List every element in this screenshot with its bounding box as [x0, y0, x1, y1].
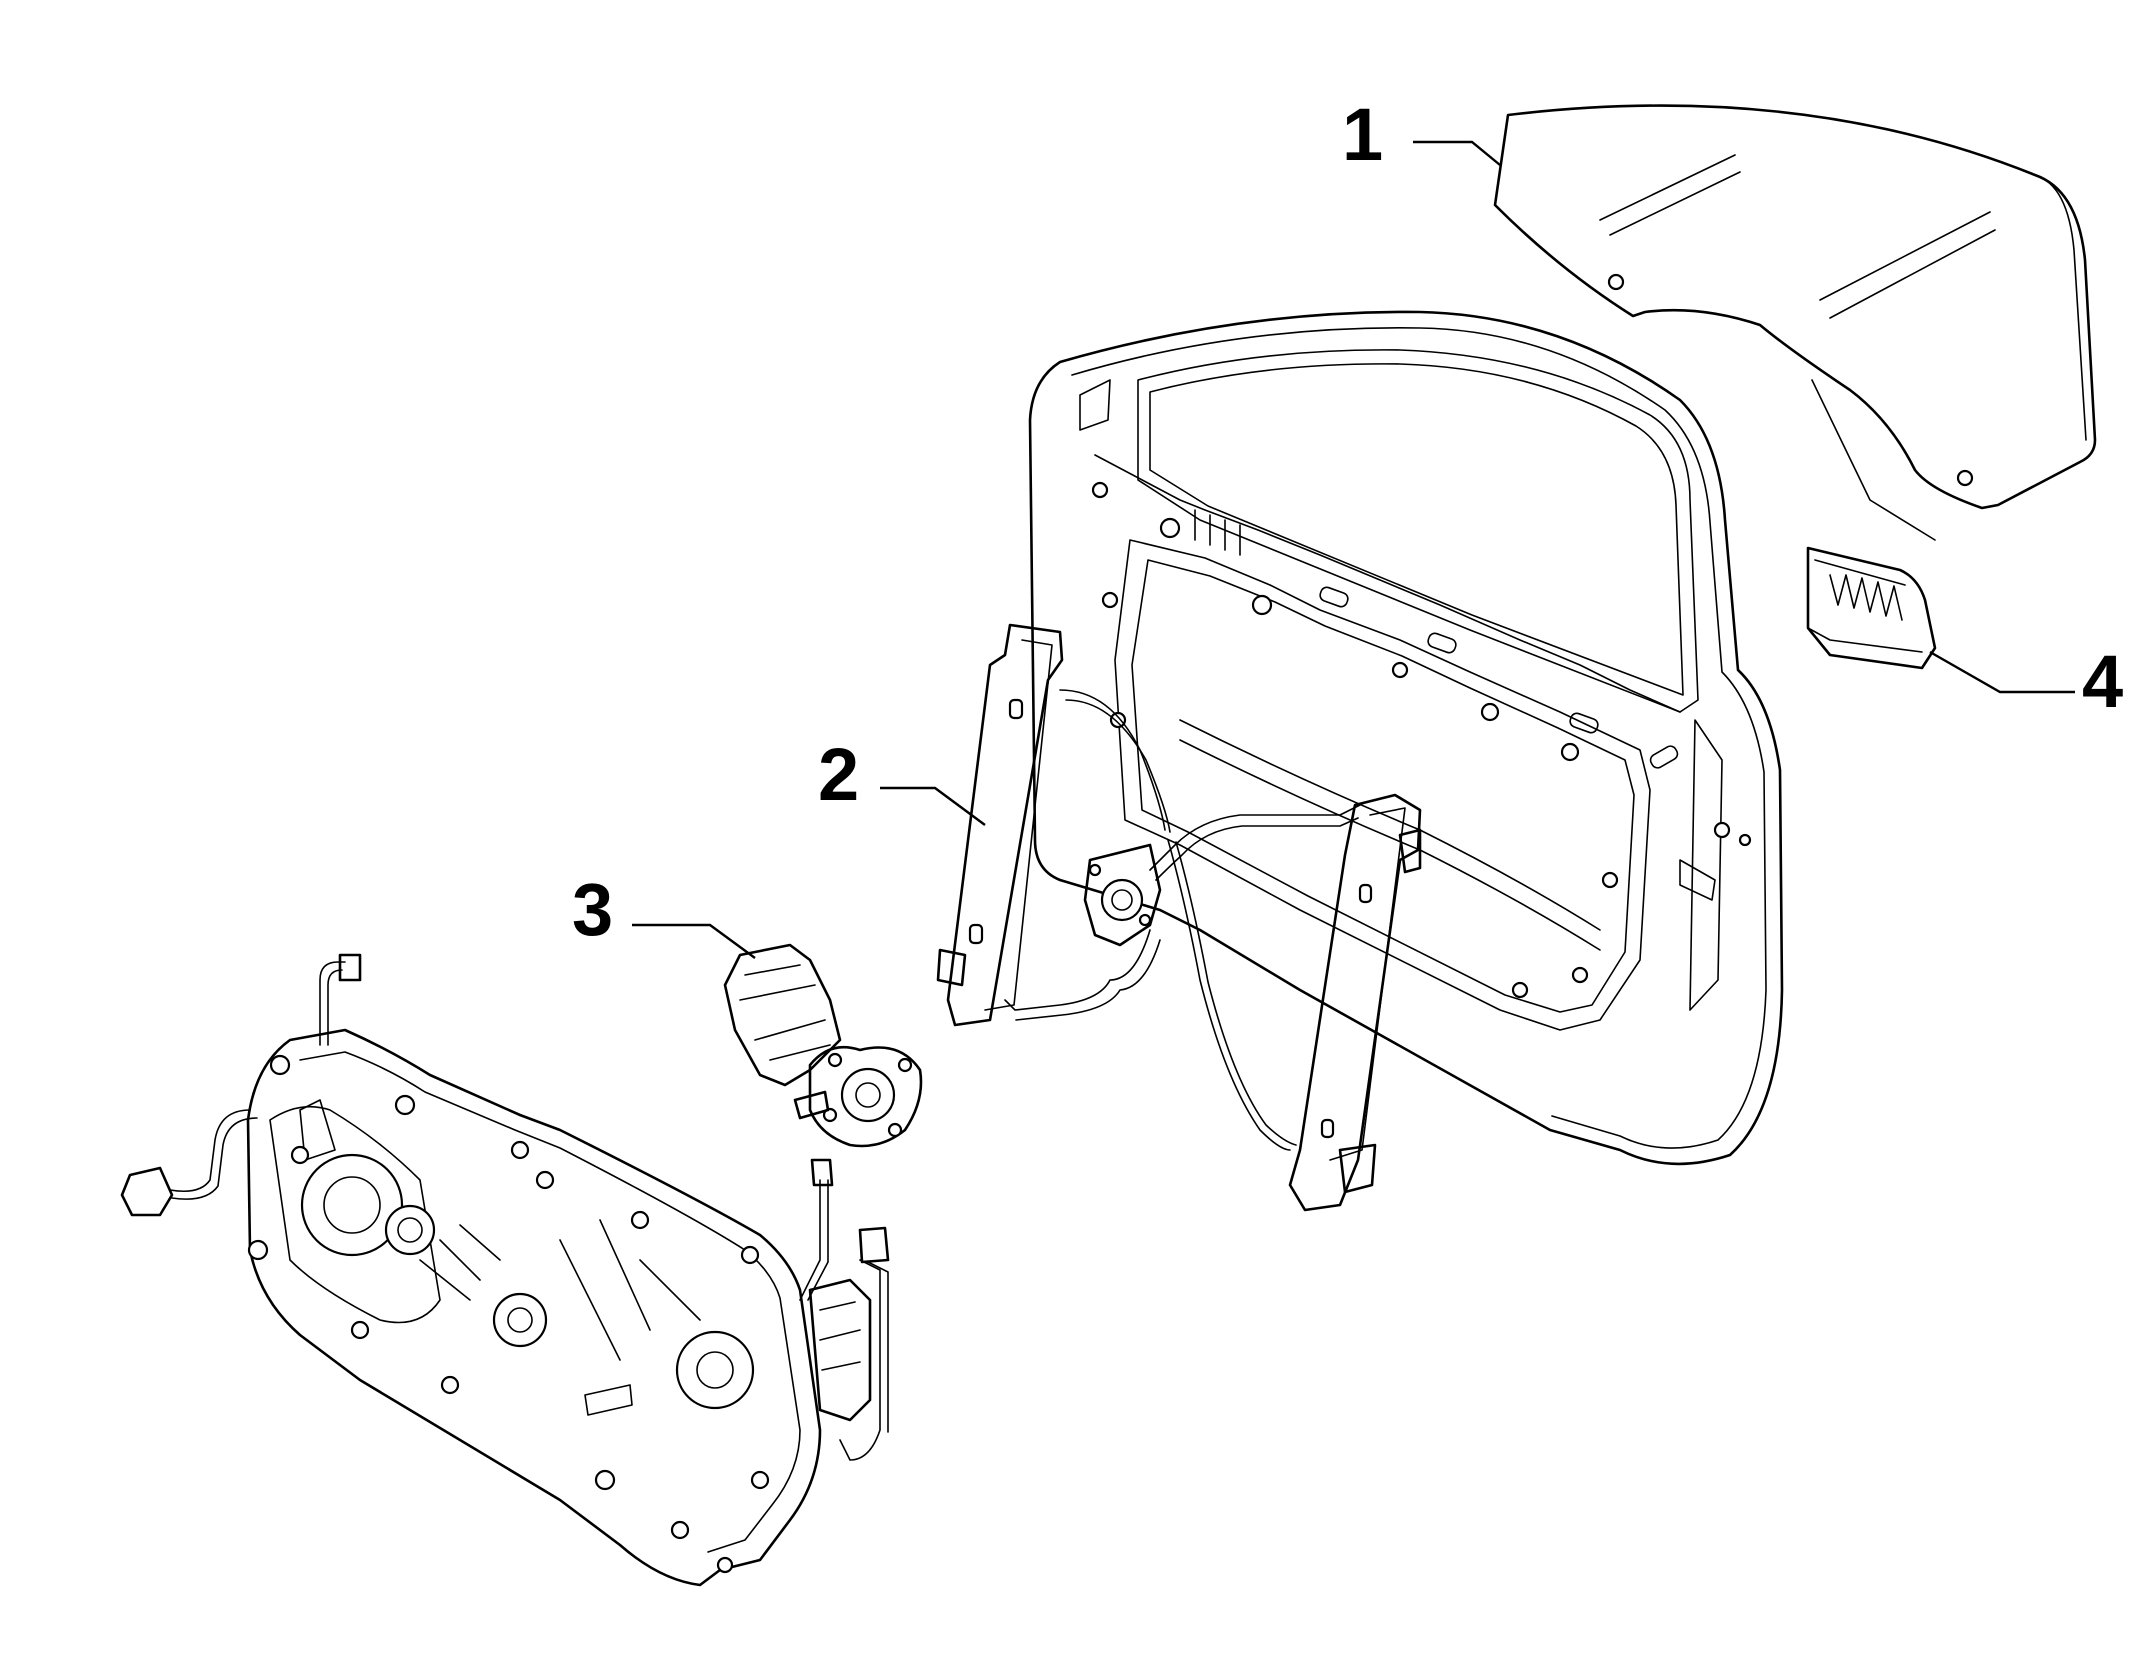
leader-1 [1413, 140, 1501, 166]
leader-4 [1929, 650, 2075, 694]
door-module-panel [120, 953, 890, 1587]
window-regulator [936, 623, 1422, 1212]
callout-2: 2 [818, 733, 860, 816]
regulator-motor [723, 943, 923, 1148]
leader-2 [880, 786, 986, 826]
leader-3 [632, 923, 756, 959]
door-frame [1028, 310, 1784, 1166]
callout-1: 1 [1342, 93, 1384, 176]
callout-4: 4 [2082, 640, 2124, 723]
callout-3: 3 [572, 868, 614, 951]
glass-guide-clip [1806, 546, 1937, 670]
window-glass [1493, 104, 2097, 541]
